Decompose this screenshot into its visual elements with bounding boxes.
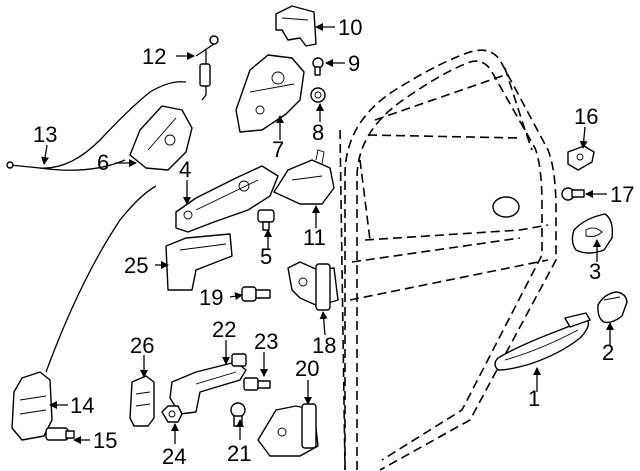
part-14-lock-actuator <box>11 185 157 441</box>
callout-15: 15 <box>93 428 117 453</box>
callout-8: 8 <box>312 120 324 145</box>
part-3-inside-handle <box>571 213 614 254</box>
callout-17: 17 <box>610 182 634 207</box>
part-23-bolt <box>243 377 271 391</box>
callout-24: 24 <box>162 444 186 469</box>
callout-labels: 1 2 3 4 5 6 7 8 9 10 11 12 13 14 15 16 1… <box>33 15 634 469</box>
part-9-screw <box>312 57 324 76</box>
callout-9: 9 <box>348 51 360 76</box>
callout-5: 5 <box>260 244 272 269</box>
callout-23: 23 <box>254 329 278 354</box>
part-18-upper-hinge <box>287 261 339 311</box>
callout-22: 22 <box>212 317 236 342</box>
callout-4: 4 <box>179 157 191 182</box>
callout-26: 26 <box>130 333 154 358</box>
part-12-actuator-rod <box>195 35 219 101</box>
part-26-pad <box>129 375 155 427</box>
part-4-handle-carrier <box>175 165 279 233</box>
callout-13: 13 <box>33 122 57 147</box>
part-7-latch <box>235 54 305 133</box>
callout-21: 21 <box>227 441 251 466</box>
part-22-door-check <box>169 353 247 415</box>
callout-10: 10 <box>338 15 362 40</box>
callout-25: 25 <box>124 253 148 278</box>
part-20-lower-hinge <box>257 403 319 457</box>
part-5-bolt <box>257 209 275 231</box>
part-2-handle-cap <box>597 291 628 324</box>
part-1-outside-handle <box>494 312 591 371</box>
callout-16: 16 <box>574 104 598 129</box>
callout-19: 19 <box>199 285 223 310</box>
part-8-grommet <box>310 87 326 103</box>
part-19-bolt <box>241 286 271 302</box>
callout-6: 6 <box>97 150 109 175</box>
part-16-striker <box>567 145 595 171</box>
callout-3: 3 <box>589 259 601 284</box>
part-6-lock-bracket <box>129 105 193 171</box>
part-17-bolt <box>561 187 585 201</box>
callout-20: 20 <box>295 356 319 381</box>
callout-2: 2 <box>602 340 614 365</box>
callout-14: 14 <box>70 393 94 418</box>
part-25-bumper-seal <box>165 233 233 291</box>
door-outline <box>339 49 557 471</box>
callout-1: 1 <box>528 386 540 411</box>
part-21-bolt <box>230 402 246 427</box>
callout-11: 11 <box>303 225 326 250</box>
part-10-latch-cover <box>275 5 317 47</box>
part-15-pin <box>45 427 75 441</box>
callout-12: 12 <box>142 44 166 69</box>
leader-arrows <box>41 23 614 444</box>
part-24-nut <box>161 405 183 423</box>
callout-7: 7 <box>272 137 284 162</box>
part-11-bracket <box>273 149 335 205</box>
callout-18: 18 <box>312 333 336 358</box>
door-handle-recess <box>492 196 520 218</box>
